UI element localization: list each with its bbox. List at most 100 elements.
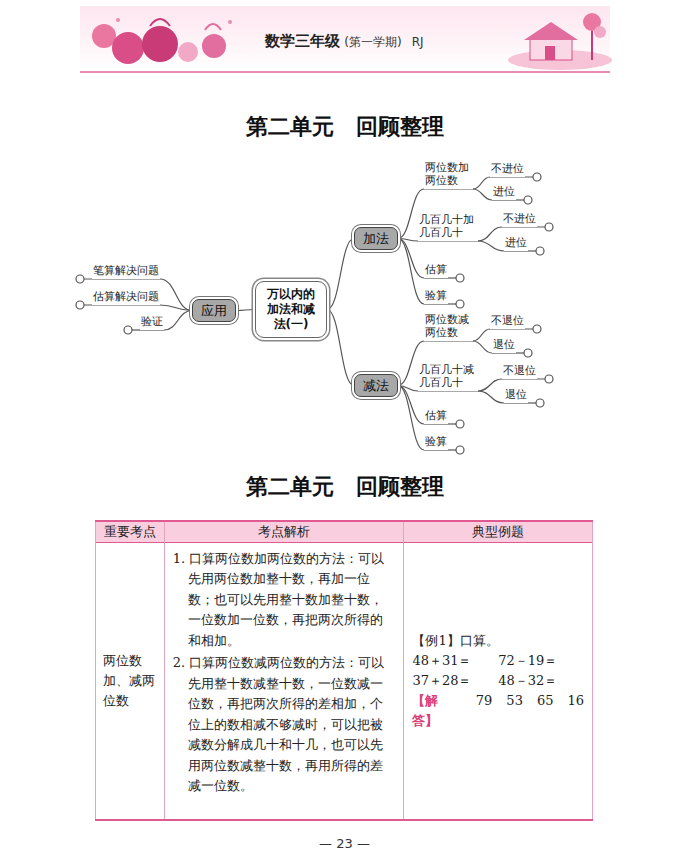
node-text: 两位数加两位数 (425, 161, 472, 187)
branch-end-circle (456, 300, 464, 308)
example-item: 48－32＝ (498, 671, 584, 691)
term-name: (第一学期) (344, 34, 401, 51)
category-box: 应用 (192, 299, 236, 322)
branch-text: 两位数减两位数 (424, 313, 473, 341)
branch-text: 笔算解决问题 (92, 264, 160, 279)
branch-text: 几百几十加几百几十 (418, 213, 478, 241)
branch-connector (473, 177, 490, 189)
header-line: 数学三年级(第一学期) RJ (0, 32, 689, 51)
branch-text: 进位 (492, 185, 516, 200)
branch-end-circle (536, 399, 544, 407)
branch-text: 不退位 (490, 314, 525, 329)
edition-mark: RJ (412, 35, 424, 49)
answer-value: 16 (567, 691, 584, 731)
node-text: 不退位 (491, 314, 524, 327)
branch-text: 估算 (424, 263, 448, 278)
branch-text: 不进位 (490, 162, 525, 177)
node-text: 不进位 (503, 212, 536, 225)
header-cell: 考点解析 (164, 521, 404, 542)
header-cell: 典型例题 (404, 521, 593, 542)
node-text: 进位 (505, 236, 527, 249)
node-text: 几百几十加几百几十 (419, 213, 477, 239)
header-row: 重要考点考点解析典型例题 (96, 521, 593, 542)
node-text: 退位 (493, 338, 515, 351)
left-ornament (92, 18, 232, 64)
branch-text: 退位 (504, 388, 528, 403)
node-text: 估算 (425, 263, 447, 276)
branch-connector (327, 310, 354, 386)
node-text: 应用 (201, 302, 227, 319)
category-box: 减法 (354, 374, 398, 397)
branch-text: 验证 (140, 315, 164, 330)
analysis-cell: 1. 口算两位数加两位数的方法：可以先用两位数加整十数，再加一位数；也可以先用整… (164, 542, 404, 820)
page-title: 第二单元 回顾整理 (0, 112, 689, 142)
branch-end-circle (545, 223, 553, 231)
branch-connector (473, 329, 490, 341)
topic-cell: 两位数加、减两位数 (96, 542, 165, 820)
branch-text: 估算解决问题 (92, 290, 160, 305)
branch-end-circle (76, 301, 84, 309)
example-grid: 48＋31＝72－19＝37＋28＝48－32＝ (412, 651, 584, 691)
branch-connector (478, 379, 502, 391)
branch-connector (327, 239, 354, 310)
branch-end-circle (533, 173, 541, 181)
branch-connector (160, 305, 192, 311)
branch-connector (398, 386, 424, 451)
branch-connector (473, 189, 492, 200)
header-text: 典型例题 (404, 523, 592, 541)
page-number: — 23 — (0, 836, 689, 851)
branch-text: 进位 (504, 236, 528, 251)
branch-text: 退位 (492, 338, 516, 353)
branch-text: 两位数加两位数 (424, 161, 473, 189)
branch-end-circle (76, 275, 84, 283)
summary-table: 重要考点考点解析典型例题两位数加、减两位数1. 口算两位数加两位数的方法：可以先… (95, 520, 593, 821)
branch-end-circle (533, 325, 541, 333)
node-text: 两位数减两位数 (425, 313, 472, 339)
node-text: 退位 (505, 388, 527, 401)
header-text: 重要考点 (96, 523, 164, 541)
example-item: 72－19＝ (498, 651, 584, 671)
example-item: 37＋28＝ (412, 671, 498, 691)
node-text: 加法 (363, 230, 389, 247)
book-name: 数学三年级 (265, 32, 340, 51)
answer-value: 79 (476, 691, 493, 731)
answer-tag: 【解答】 (412, 691, 461, 731)
branch-end-circle (456, 446, 464, 454)
node-text: 估算解决问题 (93, 290, 159, 303)
branch-connector (473, 341, 492, 353)
example-title: 【例1】口算。 (412, 631, 584, 651)
section-title: 第二单元 回顾整理 (0, 472, 689, 502)
branch-text: 不退位 (502, 364, 537, 379)
branch-end-circle (456, 420, 464, 428)
center-box: 万以内的加法和减法(一) (255, 281, 327, 338)
answer-value: 53 (506, 691, 523, 731)
branch-connector (160, 279, 192, 311)
branch-end-circle (545, 375, 553, 383)
example-item: 48＋31＝ (412, 651, 498, 671)
body-row: 两位数加、减两位数1. 口算两位数加两位数的方法：可以先用两位数加整十数，再加一… (96, 542, 593, 820)
branch-end-circle (124, 326, 132, 334)
header-rule (80, 71, 610, 73)
branch-connector (398, 239, 424, 305)
branch-text: 不进位 (502, 212, 537, 227)
node-text: 笔算解决问题 (93, 264, 159, 277)
header-text: 考点解析 (165, 523, 404, 541)
node-text: 几百几十减几百几十 (419, 363, 477, 389)
answer-value: 65 (537, 691, 554, 731)
branch-text: 验算 (424, 289, 448, 304)
branch-end-circle (524, 349, 532, 357)
node-text: 验算 (425, 289, 447, 302)
branch-end-circle (456, 274, 464, 282)
branch-connector (164, 311, 192, 331)
branch-text: 估算 (424, 409, 448, 424)
example-cell: 【例1】口算。48＋31＝72－19＝37＋28＝48－32＝【解答】79536… (404, 542, 593, 820)
branch-connector (478, 241, 504, 251)
branch-end-circle (536, 247, 544, 255)
node-text: 万以内的加法和减法(一) (263, 287, 319, 332)
node-text: 减法 (363, 377, 389, 394)
topic-text: 两位数加、减两位数 (103, 651, 157, 711)
node-text: 进位 (493, 185, 515, 198)
header-cell: 重要考点 (96, 521, 165, 542)
branch-connector (478, 391, 504, 403)
